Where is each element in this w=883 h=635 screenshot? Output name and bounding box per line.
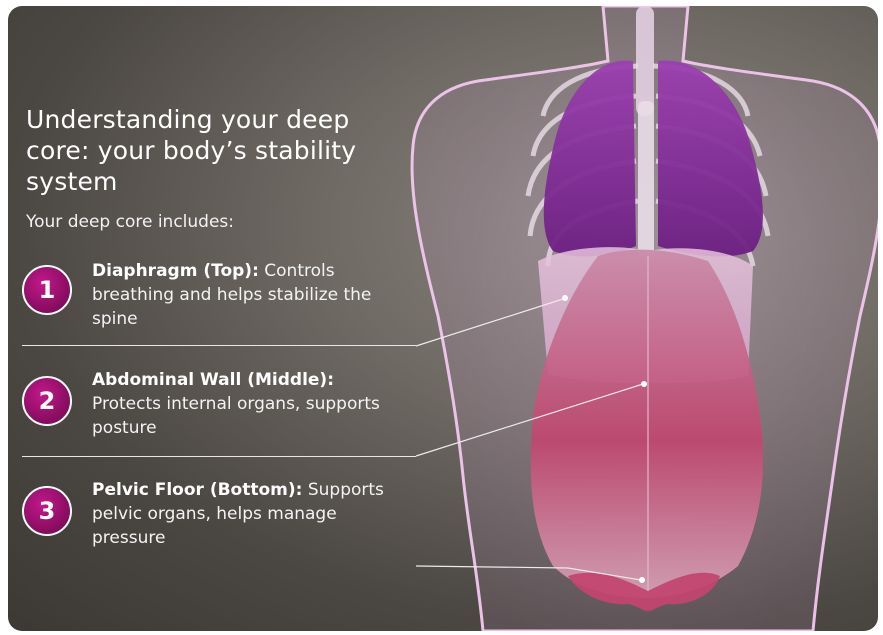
divider-line — [22, 345, 416, 346]
item-heading: Abdominal Wall (Middle): — [92, 370, 334, 390]
pelvic-floor-marker — [639, 577, 645, 583]
trachea-icon — [636, 6, 654, 116]
sternum — [638, 101, 654, 261]
intro-text: Your deep core includes: — [26, 211, 234, 233]
page-title: Understanding your deep core: your body’… — [26, 104, 406, 197]
abdominal-wall-marker — [641, 381, 647, 387]
item-heading: Diaphragm (Top): — [92, 261, 259, 281]
item-description: Diaphragm (Top): Controls breathing and … — [92, 259, 392, 331]
divider-line — [22, 456, 416, 457]
item-body: Protects internal organs, supports postu… — [92, 394, 380, 438]
item-description: Pelvic Floor (Bottom): Supports pelvic o… — [92, 478, 392, 550]
number-badge: 1 — [22, 265, 72, 315]
number-badge: 2 — [22, 376, 72, 426]
infographic-card: Understanding your deep core: your body’… — [8, 6, 878, 631]
item-description: Abdominal Wall (Middle): Protects intern… — [92, 368, 392, 440]
number-badge: 3 — [22, 486, 72, 536]
item-heading: Pelvic Floor (Bottom): — [92, 480, 302, 500]
diaphragm-marker — [562, 295, 568, 301]
